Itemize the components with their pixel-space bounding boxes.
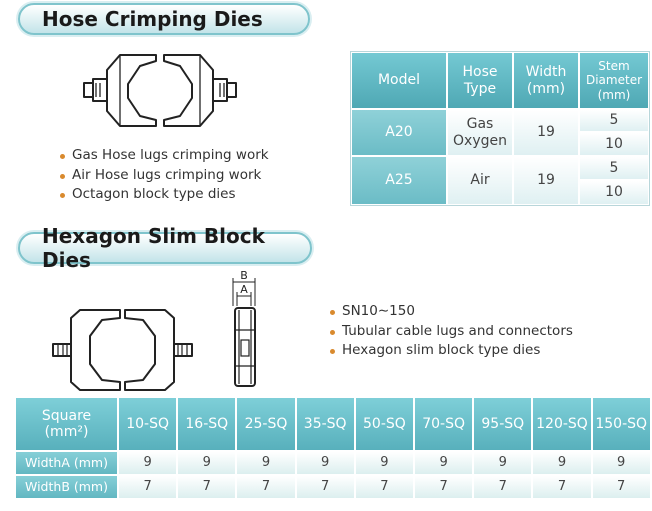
hose-crimping-die-illustration [83,54,237,127]
hexagon-die-side-illustration: B A [232,269,256,387]
dim-label-b: B [240,269,248,282]
table-cell: 7 [119,476,177,498]
list-item: Hexagon slim block type dies [330,341,573,361]
hexagon-features-list: SN10∼150 Tubular cable lugs and connecto… [330,302,573,361]
table-cell: 9 [533,452,591,474]
stem-a20-2: 10 [580,133,648,155]
table-cell: 7 [474,476,532,498]
list-item: Octagon block type dies [60,185,269,205]
header-column: 16-SQ [178,398,236,450]
header-column: 70-SQ [415,398,473,450]
table-cell: 7 [355,476,413,498]
table-cell: 7 [178,476,236,498]
dim-label-a: A [240,283,248,296]
list-item: Gas Hose lugs crimping work [60,146,269,166]
row-label-widtha: WidthA (mm) [16,452,117,474]
header-column: 10-SQ [119,398,177,450]
stem-a20-1: 5 [580,110,648,131]
hose-type-a25: Air [448,157,512,204]
table-cell: 9 [178,452,236,474]
hexagon-die-front-illustration [52,309,193,391]
list-item: Tubular cable lugs and connectors [330,322,573,342]
section-title-hexagon-slim: Hexagon Slim Block Dies [18,224,312,272]
header-model: Model [352,53,446,108]
table-cell: 9 [296,452,354,474]
stem-a25-1: 5 [580,157,648,179]
list-item: Air Hose lugs crimping work [60,166,269,186]
header-square: Square (mm²) [16,398,117,450]
model-a20: A20 [352,110,446,155]
hose-features-list: Gas Hose lugs crimping work Air Hose lug… [60,146,269,205]
table-cell: 7 [237,476,295,498]
table-cell: 9 [474,452,532,474]
section-title-text: Hose Crimping Dies [42,7,263,31]
table-cell: 9 [237,452,295,474]
table-cell: 9 [592,452,650,474]
table-cell: 9 [119,452,177,474]
width-a25: 19 [514,157,578,204]
header-width: Width(mm) [514,53,578,108]
section-title-text: Hexagon Slim Block Dies [42,224,265,272]
table-cell: 7 [592,476,650,498]
hexagon-dims-table: Square (mm²) WidthA (mm) WidthB (mm) 10-… [16,398,650,499]
header-column: 35-SQ [296,398,354,450]
header-column: 25-SQ [237,398,295,450]
table-cell: 7 [533,476,591,498]
section-title-hose-crimping: Hose Crimping Dies [18,3,310,35]
header-column: 50-SQ [355,398,413,450]
table-cell: 7 [415,476,473,498]
stem-a25-2: 10 [580,181,648,204]
header-column: 150-SQ [592,398,650,450]
width-a20: 19 [514,110,578,155]
table-cell: 7 [296,476,354,498]
table-cell: 9 [415,452,473,474]
header-column: 95-SQ [474,398,532,450]
header-column: 120-SQ [533,398,591,450]
table-cell: 9 [355,452,413,474]
model-a25: A25 [352,157,446,204]
row-label-widthb: WidthB (mm) [16,476,117,498]
list-item: SN10∼150 [330,302,573,322]
